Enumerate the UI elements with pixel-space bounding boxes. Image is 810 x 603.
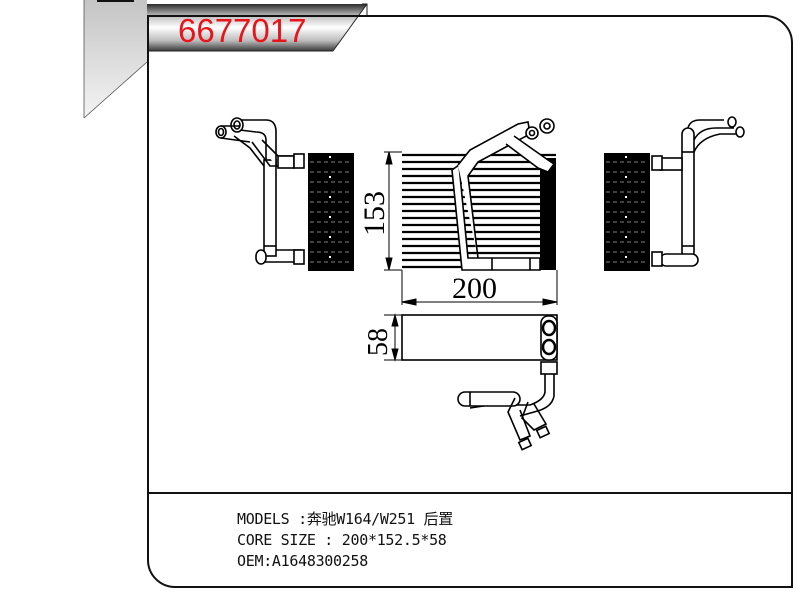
corner-tab (83, 0, 148, 119)
oem-line: OEM:A1648300258 (237, 552, 368, 570)
dimension-labels: 153 200 58 (358, 191, 497, 356)
front-view (384, 118, 558, 306)
top-view (384, 313, 558, 451)
core-size-line: CORE SIZE : 200*152.5*58 (237, 531, 447, 549)
right-side-view (604, 116, 745, 271)
models-line: MODELS :奔驰W164/W251 后置 (237, 510, 453, 528)
drawing-frame (147, 15, 793, 588)
info-panel: MODELS :奔驰W164/W251 后置 CORE SIZE : 200*1… (237, 509, 453, 572)
left-side-view (215, 117, 354, 271)
info-divider (147, 492, 793, 494)
part-number: 6677017 (178, 12, 307, 49)
height-dimension: 153 (358, 191, 391, 236)
depth-dimension: 58 (363, 328, 394, 356)
width-dimension: 200 (452, 272, 497, 305)
